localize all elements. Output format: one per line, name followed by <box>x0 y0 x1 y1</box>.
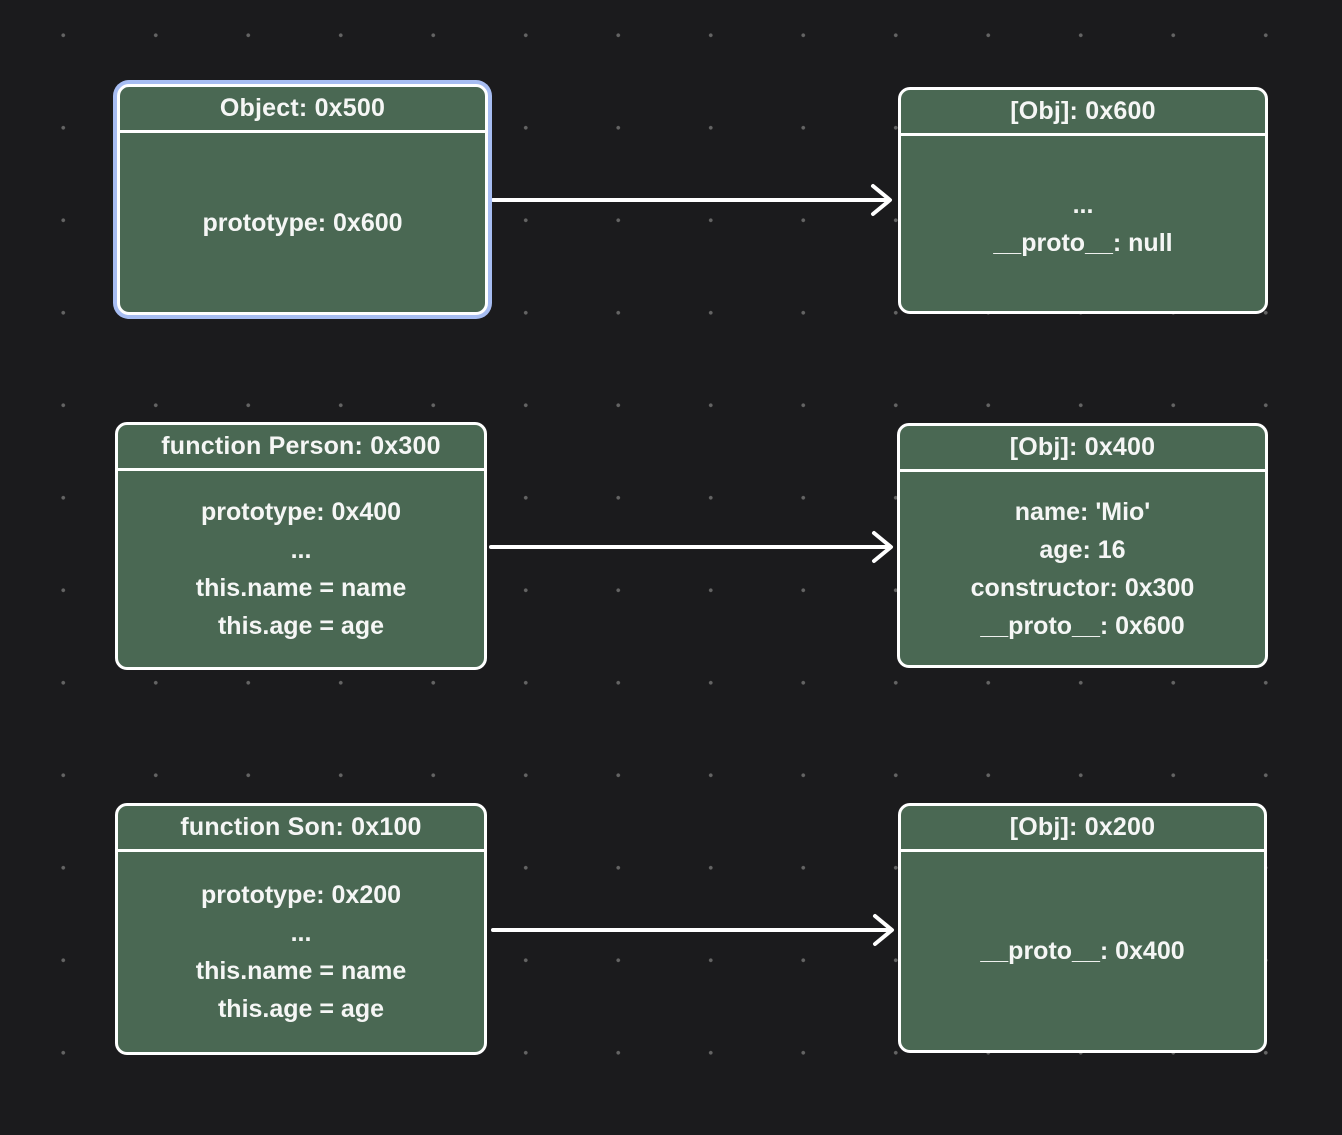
arrow-son0x100-to-obj0x200[interactable] <box>491 914 894 946</box>
node-body: ... __proto__: null <box>901 136 1265 311</box>
node-function-person-0x300[interactable]: function Person: 0x300 prototype: 0x400 … <box>115 422 487 670</box>
node-obj-0x600[interactable]: [Obj]: 0x600 ... __proto__: null <box>898 87 1268 314</box>
node-title: [Obj]: 0x200 <box>901 806 1264 852</box>
node-line: __proto__: 0x600 <box>980 611 1185 640</box>
node-line: constructor: 0x300 <box>970 573 1195 602</box>
node-line: this.age = age <box>217 612 385 640</box>
node-line: this.age = age <box>217 995 385 1023</box>
node-title: Object: 0x500 <box>120 87 485 133</box>
node-line: name: 'Mio' <box>1014 497 1151 526</box>
node-title: [Obj]: 0x600 <box>901 90 1265 136</box>
node-line: ... <box>290 536 312 564</box>
node-title: function Son: 0x100 <box>118 806 484 852</box>
node-function-son-0x100[interactable]: function Son: 0x100 prototype: 0x200 ...… <box>115 803 487 1055</box>
node-body: name: 'Mio' age: 16 constructor: 0x300 _… <box>900 472 1265 665</box>
node-body: prototype: 0x200 ... this.name = name th… <box>118 852 484 1052</box>
node-obj-0x400[interactable]: [Obj]: 0x400 name: 'Mio' age: 16 constru… <box>897 423 1268 668</box>
node-body: prototype: 0x600 <box>120 133 485 312</box>
node-line: prototype: 0x400 <box>200 498 402 526</box>
node-line: this.name = name <box>195 574 407 602</box>
node-line: prototype: 0x600 <box>202 208 403 237</box>
arrow-object0x500-to-obj0x600[interactable] <box>491 184 892 216</box>
node-body: prototype: 0x400 ... this.name = name th… <box>118 471 484 667</box>
node-line: this.name = name <box>195 957 407 985</box>
node-title: [Obj]: 0x400 <box>900 426 1265 472</box>
node-line: prototype: 0x200 <box>200 881 402 909</box>
node-body: __proto__: 0x400 <box>901 852 1264 1050</box>
node-line: ... <box>290 919 312 947</box>
node-line: __proto__: 0x400 <box>980 937 1185 965</box>
node-title: function Person: 0x300 <box>118 425 484 471</box>
node-line: ... <box>1072 190 1094 219</box>
node-obj-0x200[interactable]: [Obj]: 0x200 __proto__: 0x400 <box>898 803 1267 1053</box>
arrow-person0x300-to-obj0x400[interactable] <box>489 531 893 563</box>
node-object-0x500[interactable]: Object: 0x500 prototype: 0x600 <box>117 84 488 315</box>
node-line: age: 16 <box>1039 535 1126 564</box>
node-line: __proto__: null <box>993 228 1173 257</box>
